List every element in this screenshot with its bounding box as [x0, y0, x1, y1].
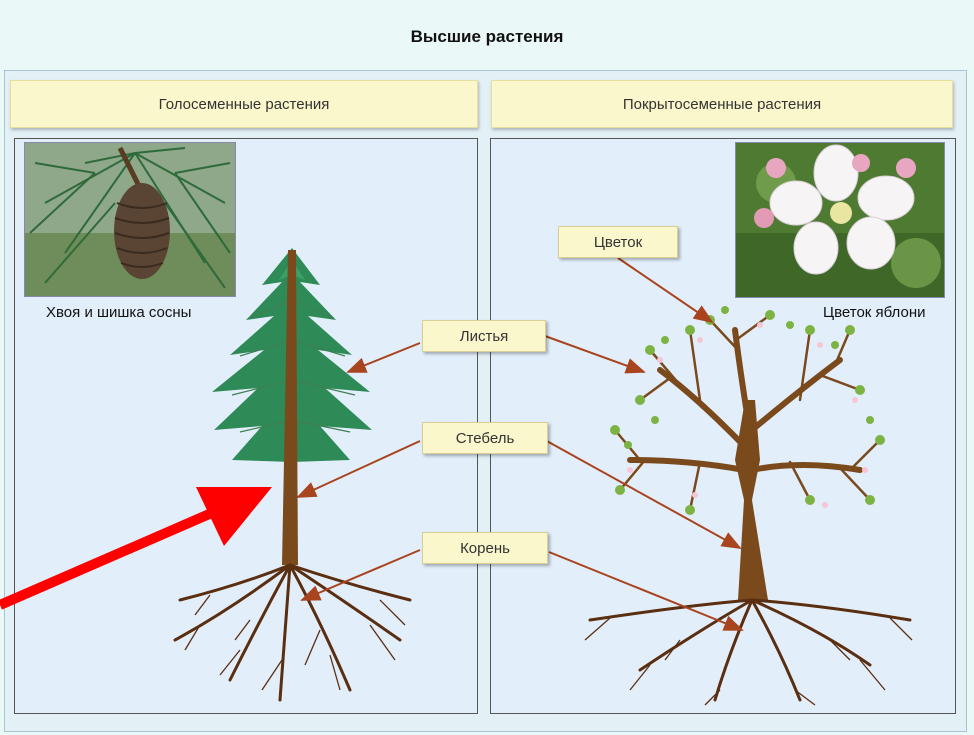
- apple-blossom-photo: [735, 142, 945, 298]
- pine-trunk: [282, 250, 298, 565]
- pine-roots: [173, 563, 412, 702]
- label-flower: Цветок: [558, 226, 678, 258]
- apple-branches: [627, 327, 863, 473]
- pine-cone-photo: [24, 142, 236, 297]
- header-gymnosperms: Голосеменные растения: [10, 80, 478, 128]
- label-arrows: [296, 257, 744, 631]
- label-leaves: Листья: [422, 320, 546, 352]
- pine-tree: [173, 248, 412, 702]
- label-root: Корень: [422, 532, 548, 564]
- pine-photo-caption: Хвоя и шишка сосны: [46, 304, 192, 321]
- apple-roots: [588, 598, 912, 702]
- label-stem: Стебель: [422, 422, 548, 454]
- apple-trunk: [735, 400, 768, 600]
- apple-photo-caption: Цветок яблони: [823, 304, 926, 321]
- header-angiosperms: Покрытосеменные растения: [491, 80, 953, 128]
- apple-blossoms: [627, 322, 868, 508]
- red-pointer-arrow: [0, 487, 272, 610]
- page-title: Высшие растения: [410, 27, 564, 46]
- apple-tree: [584, 306, 913, 706]
- apple-leaves: [610, 306, 885, 515]
